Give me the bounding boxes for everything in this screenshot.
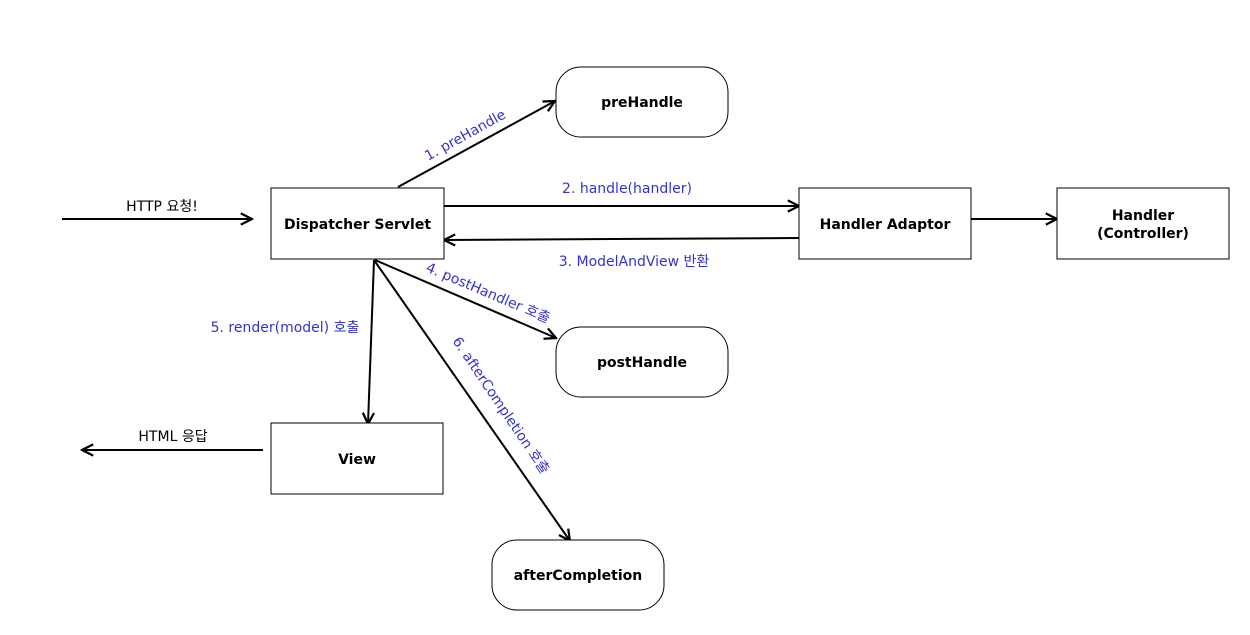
step1-label: 1. preHandle [422, 107, 509, 165]
handler-adaptor-label: Handler Adaptor [820, 217, 951, 233]
html-response-label: HTML 응답 [138, 429, 207, 445]
step5-arrow [368, 259, 375, 424]
after-completion-label: afterCompletion [514, 568, 643, 584]
http-request-label: HTTP 요청! [126, 199, 198, 215]
node-pre-handle: preHandle [555, 66, 729, 138]
step5-label: 5. render(model) 호출 [211, 320, 360, 336]
node-view: View [270, 422, 444, 495]
edges [62, 101, 1057, 541]
edge-labels: HTTP 요청! HTML 응답 1. preHandle 2. handle(… [126, 107, 709, 477]
step4-label: 4. postHandler 호출 [423, 260, 552, 327]
step6-label: 6. afterCompletion 호출 [449, 334, 553, 477]
node-dispatcher-servlet: Dispatcher Servlet [270, 187, 445, 260]
node-handler-adaptor: Handler Adaptor [798, 187, 972, 260]
node-handler: Handler (Controller) [1056, 187, 1230, 260]
step3-label: 3. ModelAndView 반환 [559, 254, 710, 270]
post-handle-label: postHandle [597, 355, 687, 371]
pre-handle-label: preHandle [601, 95, 683, 111]
dispatcher-servlet-label: Dispatcher Servlet [284, 217, 431, 233]
node-post-handle: postHandle [555, 326, 729, 398]
handler-label-line1: Handler [1112, 208, 1174, 224]
handler-label-line2: (Controller) [1097, 226, 1189, 242]
step6-arrow [373, 259, 570, 541]
node-after-completion: afterCompletion [491, 539, 665, 611]
step4-arrow [374, 259, 556, 338]
step1-arrow [397, 101, 555, 188]
step2-label: 2. handle(handler) [562, 181, 692, 197]
view-label: View [338, 452, 376, 468]
step3-arrow [444, 238, 800, 240]
